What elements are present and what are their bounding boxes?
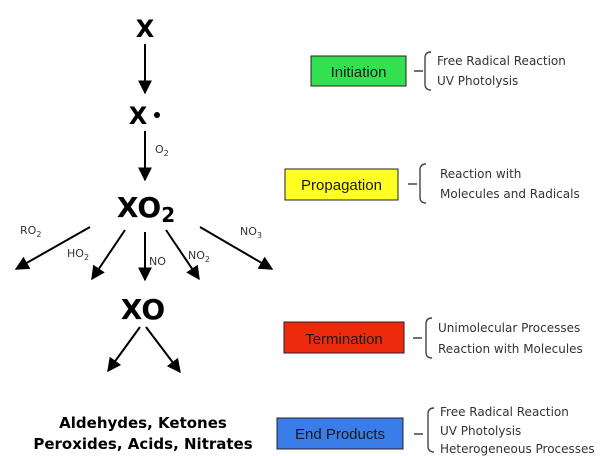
label-no2: NO: [188, 249, 205, 262]
arrow-ho2: [91, 229, 126, 281]
node-xo2: XO: [117, 191, 161, 224]
svg-text:NO2: NO2: [188, 249, 210, 264]
node-x: X: [136, 15, 155, 43]
stage-end-products-desc-1: Free Radical Reaction: [440, 405, 569, 419]
bracket-termination-icon: [413, 317, 433, 359]
bracket-end-products-icon: [414, 407, 435, 453]
label-no3: NO: [240, 225, 257, 238]
stage-end-products-box: [276, 417, 404, 450]
arrow-no2: [165, 229, 200, 281]
stage-propagation-label: Propagation: [301, 177, 382, 194]
stage-end-products-label: End Products: [295, 426, 385, 443]
label-o2: O: [155, 143, 164, 156]
svg-text:RO2: RO2: [20, 224, 41, 239]
bracket-propagation-icon: [408, 163, 427, 204]
stage-end-products-desc-3: Heterogeneous Processes: [440, 442, 595, 456]
stage-initiation-box: [310, 55, 407, 87]
stage-termination-box: [283, 321, 405, 354]
svg-text:NO3: NO3: [240, 225, 262, 240]
svg-text:HO2: HO2: [67, 247, 89, 262]
arrow-xo-left: [107, 326, 141, 373]
stage-propagation-desc-1: Reaction with: [440, 167, 521, 181]
stage-termination-desc-1: Unimolecular Processes: [438, 321, 580, 335]
label-ro2-subscript: 2: [36, 230, 41, 239]
stage-termination-label: Termination: [305, 331, 383, 348]
stage-termination-desc-2: Reaction with Molecules: [438, 342, 583, 356]
products-line-1: Aldehydes, Ketones: [59, 414, 227, 432]
label-ho2-subscript: 2: [84, 253, 89, 262]
svg-text:O2: O2: [155, 143, 169, 158]
bracket-initiation-icon: [414, 51, 432, 91]
products-line-2: Peroxides, Acids, Nitrates: [33, 435, 252, 453]
label-no: NO: [149, 255, 166, 268]
stage-initiation-desc-1: Free Radical Reaction: [437, 54, 566, 68]
node-xo2-subscript: 2: [161, 203, 175, 227]
node-xo: XO: [121, 293, 165, 326]
label-o2-subscript: 2: [164, 149, 169, 158]
label-no2-subscript: 2: [205, 255, 210, 264]
svg-text:XO2: XO2: [117, 191, 175, 227]
label-no3-subscript: 3: [257, 231, 262, 240]
label-ro2: RO: [20, 224, 37, 237]
stage-initiation-desc-2: UV Photolysis: [437, 74, 518, 88]
arrow-no3: [199, 226, 274, 270]
stage-end-products-desc-2: UV Photolysis: [440, 424, 521, 438]
arrow-ro2: [14, 226, 91, 270]
stage-initiation-label: Initiation: [331, 64, 387, 81]
arrow-xo-right: [145, 326, 181, 374]
radical-dot-icon: [154, 112, 160, 118]
stage-propagation-desc-2: Molecules and Radicals: [440, 187, 580, 201]
stage-propagation-box: [284, 168, 399, 201]
node-x-radical: X: [129, 102, 148, 130]
label-ho2: HO: [67, 247, 84, 260]
